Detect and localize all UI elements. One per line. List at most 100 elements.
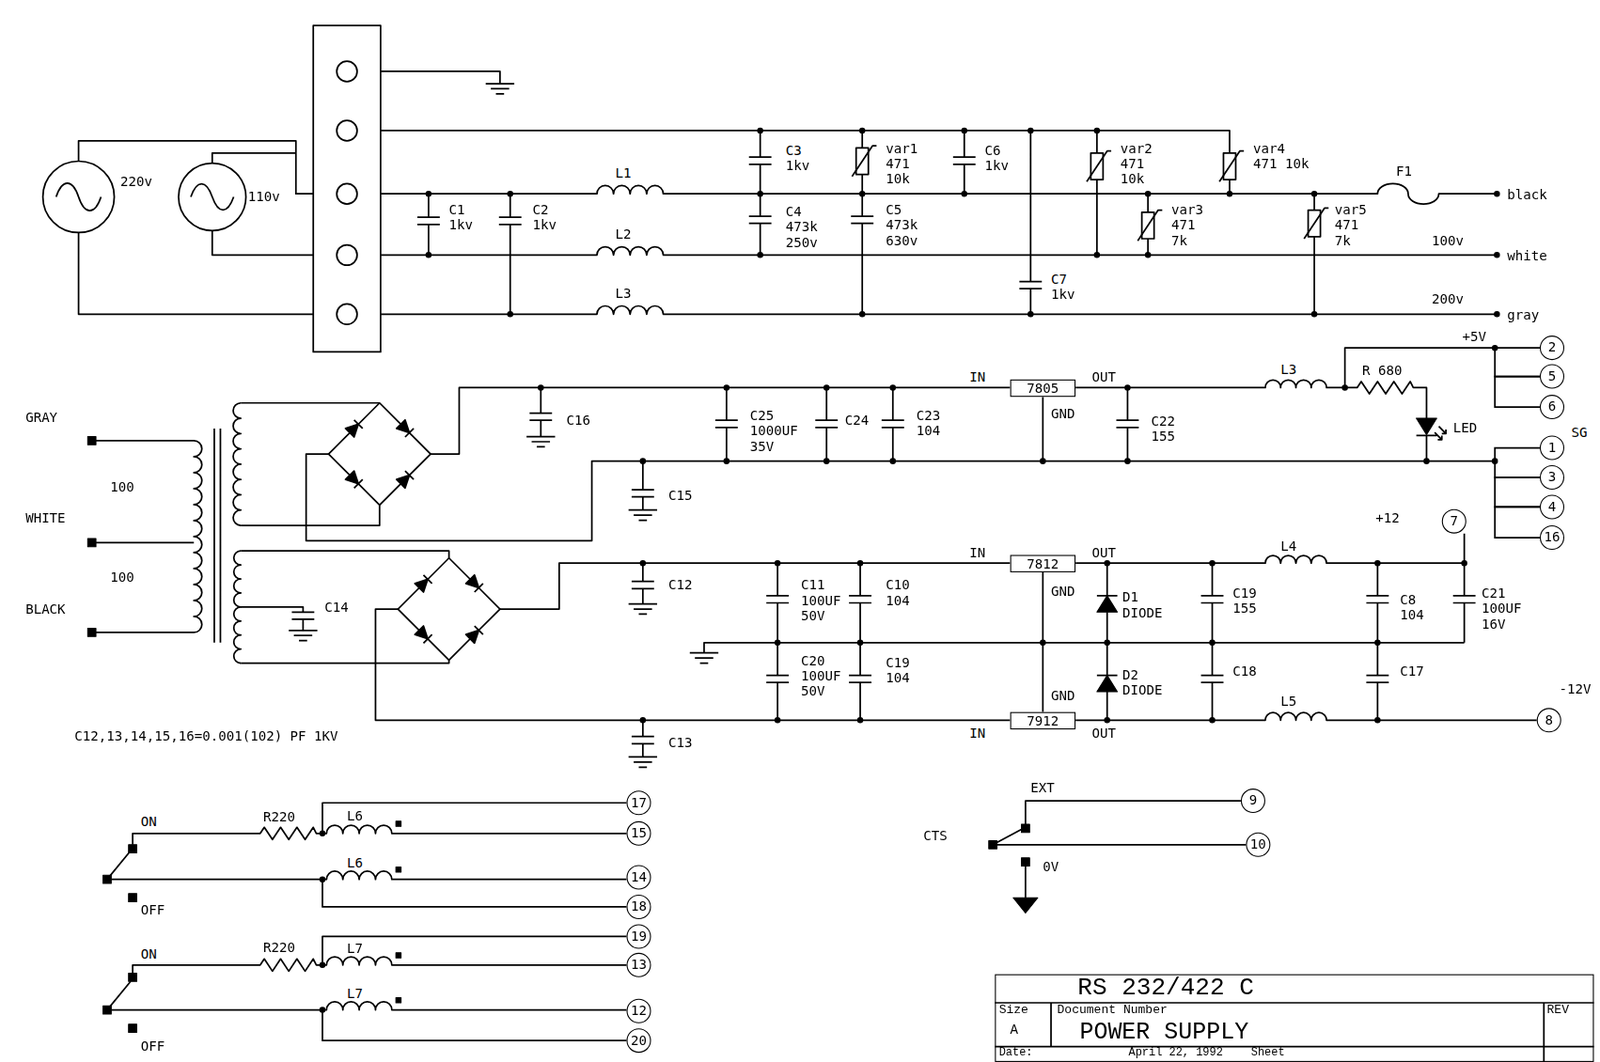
schematic-label: OFF	[141, 1038, 165, 1054]
pin-number-circle: 5	[1539, 364, 1565, 390]
pin-number: 4	[1548, 500, 1556, 515]
schematic-label: C19	[885, 655, 910, 671]
ac-source-symbol	[43, 161, 115, 234]
schematic-label: 100UF	[800, 593, 841, 609]
schematic-label: L7	[346, 986, 363, 1002]
pin-number-circle: 13	[626, 953, 651, 978]
pin-number: 6	[1548, 399, 1556, 414]
pin-bus-wire	[1494, 506, 1540, 538]
schematic-label: F1	[1396, 163, 1412, 179]
schematic-label: 10k	[1120, 171, 1145, 187]
schematic-label: IN	[969, 545, 986, 561]
title-block-text: Date:	[999, 1048, 1034, 1060]
schematic-label: L2	[615, 226, 632, 242]
schematic-label: 104	[916, 423, 941, 439]
schematic-label: 10k	[885, 171, 910, 187]
schematic-label: C1	[449, 202, 466, 218]
terminal-block	[313, 25, 381, 352]
regulator-name: 7912	[1026, 713, 1059, 728]
schematic-label: C11	[800, 577, 825, 593]
schematic-label: R 680	[1362, 362, 1402, 378]
schematic-label: L7	[346, 941, 363, 957]
schematic-label: 7k	[1171, 232, 1188, 248]
schematic-label: 471 10k	[1253, 156, 1309, 172]
schematic-label: +12	[1375, 510, 1399, 526]
schematic-label: 7k	[1334, 232, 1351, 248]
schematic-label: C2	[533, 202, 550, 218]
pin-number: 8	[1544, 713, 1553, 728]
pin-number-circle: 6	[1539, 394, 1565, 420]
schematic-label: C6	[984, 142, 1001, 158]
ac-source-symbol	[56, 183, 102, 211]
schematic-label: 1kv	[533, 217, 557, 233]
varistor-symbol	[856, 147, 869, 174]
transformer-symbol	[95, 403, 241, 664]
schematic-label: C23	[916, 407, 941, 424]
title-block-text: A	[1010, 1022, 1019, 1038]
pin-number-circle: 15	[626, 821, 651, 847]
input-filter-wiring	[78, 71, 1498, 314]
pin-number-circle: 20	[626, 1028, 651, 1053]
regulator-name: 7812	[1026, 556, 1059, 571]
schematic-label: C22	[1150, 413, 1175, 429]
pin-number-circle: 8	[1537, 707, 1562, 733]
pin-number: 1	[1548, 440, 1556, 455]
terminal-screw	[336, 245, 358, 267]
title-block-text: Size	[999, 1003, 1029, 1018]
schematic-label: 471	[885, 156, 910, 172]
schematic-label: SG	[1571, 424, 1588, 440]
schematic-label: C16	[565, 412, 590, 428]
schematic-label: R220	[263, 940, 296, 956]
bridge-rectifier	[397, 558, 501, 661]
pin-number-circle: 4	[1539, 494, 1565, 519]
schematic-label: 0V	[1042, 859, 1059, 875]
schematic-label: C5	[885, 202, 902, 218]
schematic-label: 100v	[1431, 232, 1464, 248]
schematic-label: white	[1506, 248, 1547, 264]
schematic-label: 473k	[785, 219, 818, 235]
pin-number-circle: 10	[1245, 832, 1271, 858]
schematic-label: L3	[1280, 361, 1297, 377]
schematic-label: C8	[1399, 592, 1416, 608]
pin-number-circle: 17	[626, 790, 651, 816]
bridge-rectifier-outline	[329, 403, 432, 506]
terminal-screw	[336, 303, 358, 325]
schematic-label: 1kv	[449, 217, 473, 233]
schematic-label: 104	[1399, 607, 1424, 623]
diode-symbol	[414, 575, 479, 644]
pin-number-circle: 12	[626, 999, 651, 1024]
schematic-label: 200v	[1431, 291, 1464, 307]
schematic-label: C12	[668, 577, 692, 593]
title-block-text: Sheet	[1251, 1048, 1286, 1060]
pin-bus-wire	[1494, 347, 1540, 377]
schematic-label: -12V	[1559, 681, 1592, 697]
pin-number: 3	[1548, 470, 1556, 485]
pin-number-circle: 3	[1539, 465, 1565, 490]
schematic-label: 1000UF	[750, 423, 799, 439]
schematic-label: BLACK	[25, 601, 65, 617]
schematic-label: 155	[1232, 600, 1256, 616]
filled-symbols	[87, 418, 1437, 1033]
title-block-text: REV	[1547, 1003, 1569, 1018]
title-block-text: RS 232/422 C	[1077, 975, 1255, 1003]
schematic-label: 16V	[1481, 616, 1506, 632]
schematic-label: 471	[1171, 217, 1195, 233]
schematic-label: 100	[109, 479, 134, 495]
schematic-label: 471	[1120, 156, 1145, 172]
schematic-label: L6	[346, 808, 363, 824]
schematic-label: C17	[1399, 663, 1424, 679]
schematic-label: L6	[346, 855, 363, 871]
pin-number: 16	[1543, 530, 1560, 545]
schematic-label: IN	[969, 369, 986, 385]
pin-number-circle: 2	[1539, 335, 1565, 361]
schematic-label: R220	[263, 809, 296, 825]
schematic-label: 473k	[885, 217, 918, 233]
schematic-label: C12,13,14,15,16=0.001(102) PF 1KV	[74, 728, 338, 744]
pin-bus-wire	[1494, 376, 1540, 408]
schematic-label: 100UF	[1481, 600, 1522, 616]
title-block-text: April 22, 1992	[1129, 1048, 1224, 1060]
pin-number: 10	[1250, 837, 1267, 852]
title-block: RS 232/422 CSizeDocument NumberREVAPOWER…	[994, 974, 1594, 1062]
